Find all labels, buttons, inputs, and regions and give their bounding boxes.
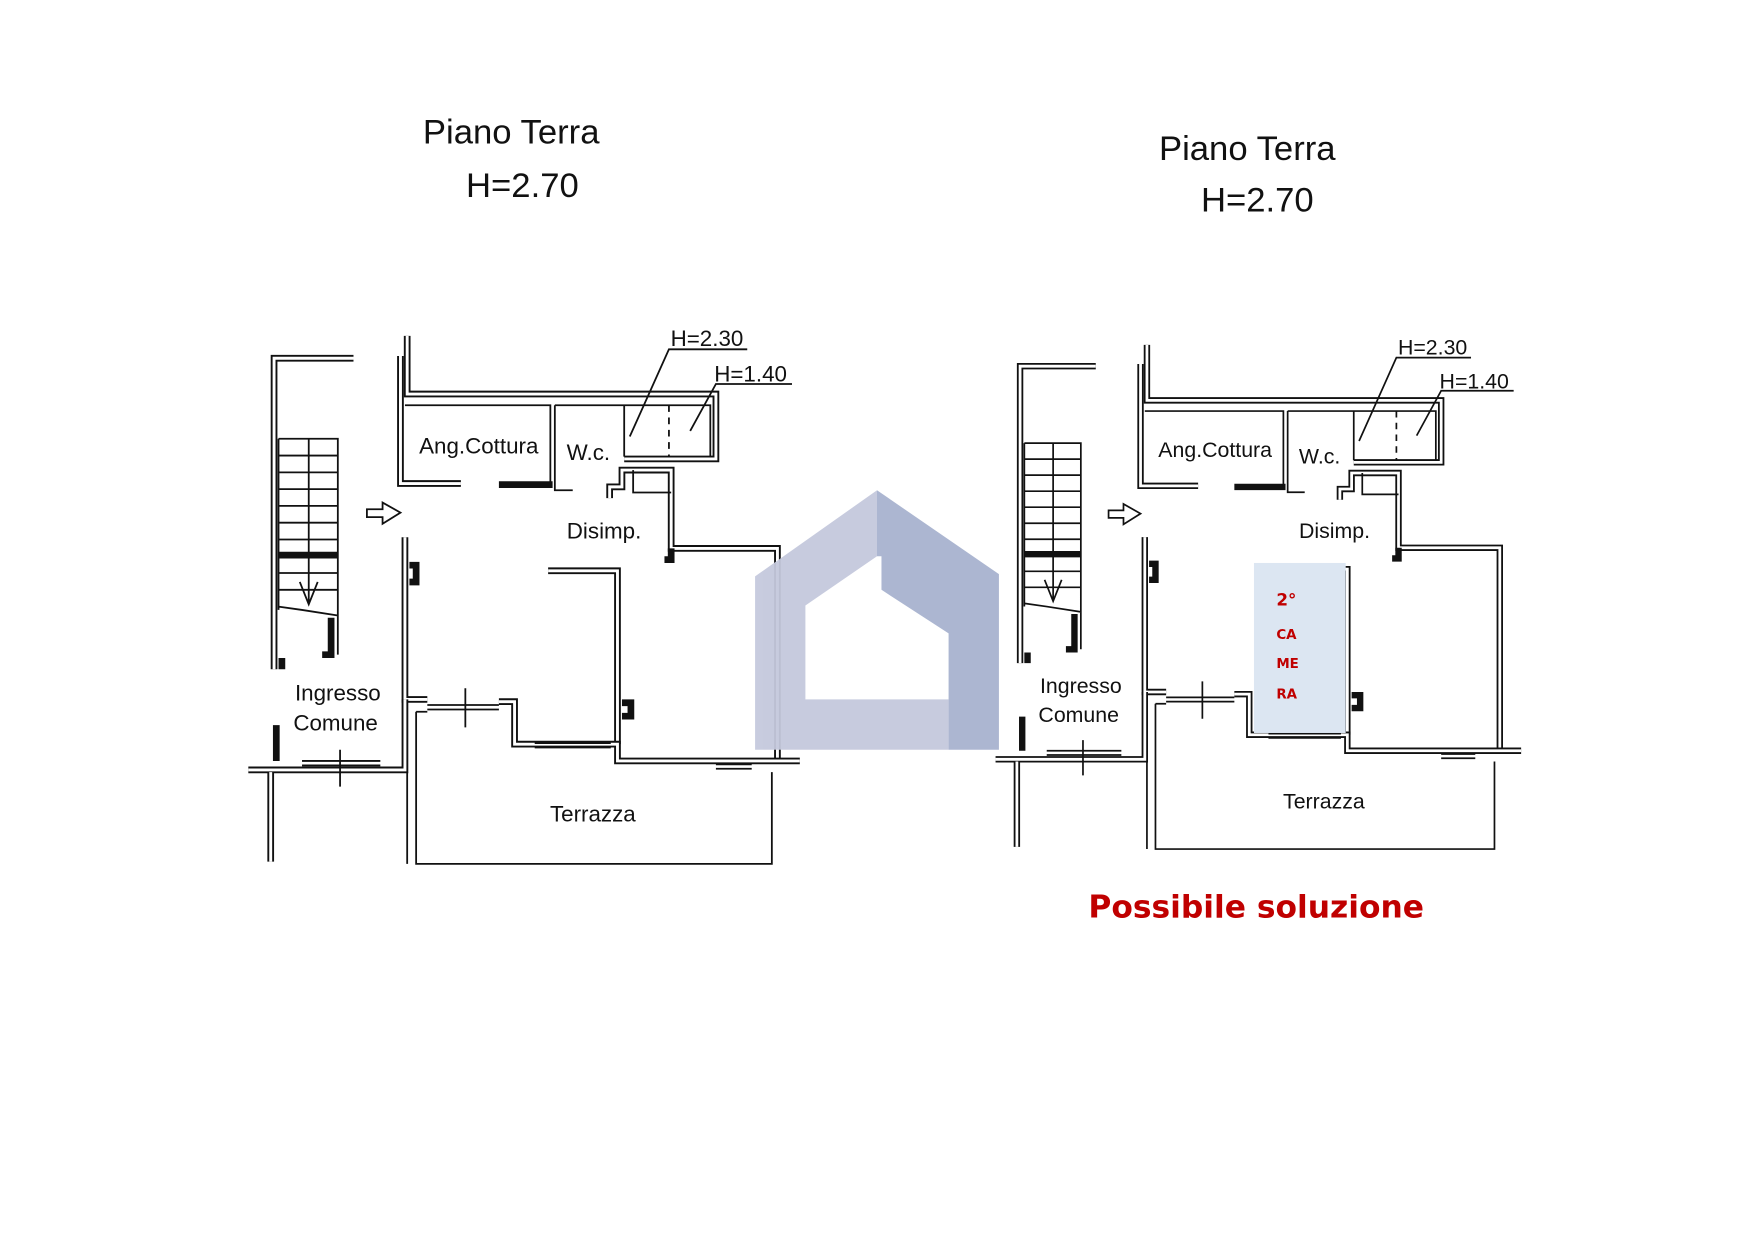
- house-logo-icon: [755, 490, 999, 750]
- room-label-entrance-2: Comune: [1038, 703, 1119, 727]
- room-label-wc: W.c.: [1299, 444, 1340, 468]
- bedroom-label-3: ME: [1276, 657, 1298, 672]
- room-label-entrance-2: Comune: [293, 711, 378, 736]
- bedroom-label-1: 2°: [1276, 589, 1296, 609]
- height-label-1: H=2.30: [671, 326, 744, 351]
- room-label-terrace: Terrazza: [550, 801, 636, 826]
- floor-plan-proposed: H=2.30 H=1.40 Ang.Cottura W.c. Disimp. I…: [996, 335, 1522, 849]
- plan-title-2: Piano Terra: [1159, 130, 1336, 168]
- floor-plan-original: Piano Terra H=2.70 H=2.30 H=1.40 Ang.Cot…: [248, 113, 799, 863]
- room-label-hall: Disimp.: [1299, 519, 1370, 543]
- proposed-bedroom-highlight: 2° CA ME RA: [1253, 562, 1346, 733]
- proposal-caption: Possibile soluzione: [1088, 890, 1424, 926]
- room-label-terrace: Terrazza: [1283, 789, 1365, 813]
- height-leader-lines: [628, 348, 792, 437]
- plan-height: H=2.70: [466, 167, 579, 205]
- height-leader-lines: [1358, 356, 1514, 442]
- room-label-entrance-1: Ingresso: [295, 681, 381, 706]
- bedroom-area: [1253, 562, 1346, 733]
- room-label-kitchen: Ang.Cottura: [1158, 438, 1272, 462]
- height-label-1: H=2.30: [1398, 335, 1467, 359]
- height-label-2: H=1.40: [1440, 370, 1509, 394]
- room-label-hall: Disimp.: [567, 518, 642, 543]
- room-label-entrance-1: Ingresso: [1040, 674, 1122, 698]
- room-label-wc: W.c.: [567, 440, 610, 465]
- bedroom-label-4: RA: [1276, 687, 1297, 702]
- plan-height-2: H=2.70: [1201, 182, 1314, 220]
- plan-title: Piano Terra: [423, 113, 600, 151]
- plan-walls: [248, 336, 799, 864]
- room-label-kitchen: Ang.Cottura: [419, 433, 539, 458]
- height-label-2: H=1.40: [714, 362, 787, 387]
- bedroom-label-2: CA: [1276, 628, 1297, 643]
